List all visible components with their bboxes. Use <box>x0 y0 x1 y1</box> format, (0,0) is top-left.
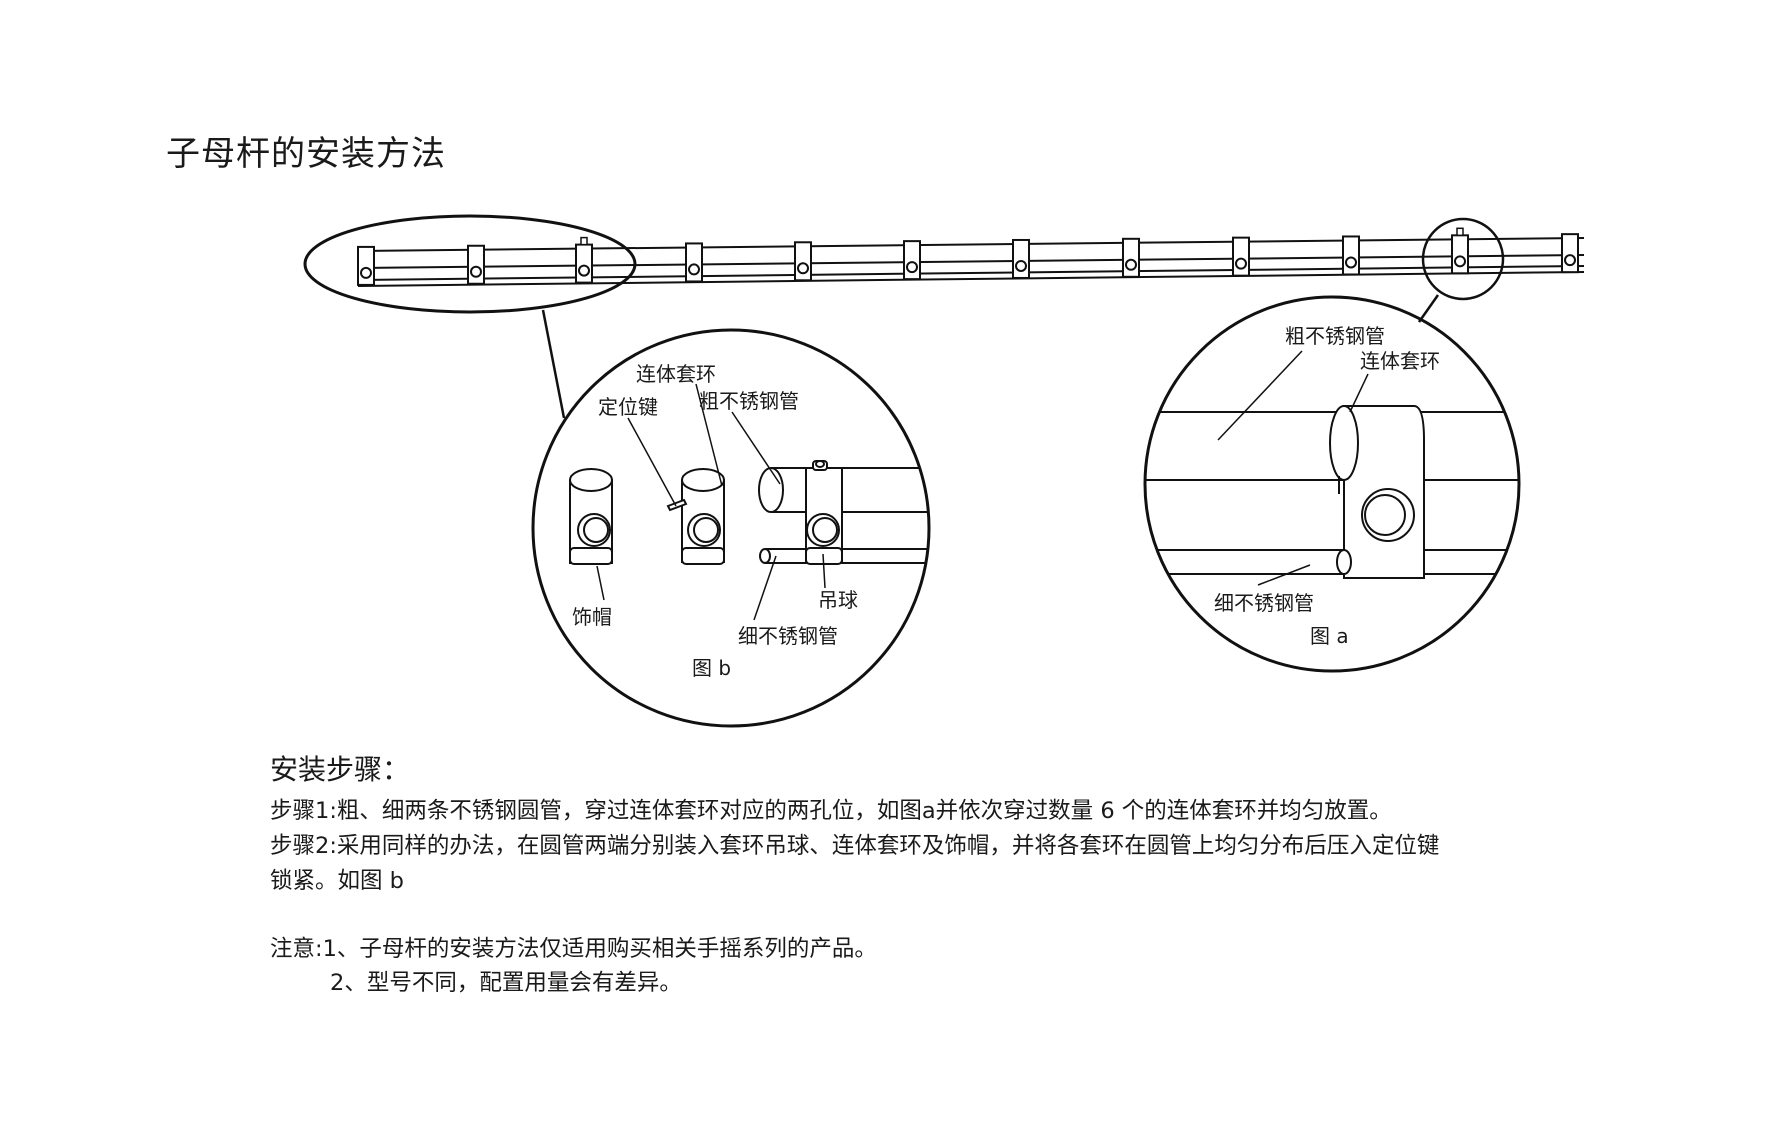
figure-a-circle <box>1143 295 1521 673</box>
fig-b-ring-label: 连体套环 <box>636 362 716 386</box>
rod-ring <box>1561 233 1579 274</box>
rod-ring <box>467 244 485 285</box>
step-2-line-1: 步骤2:采用同样的办法，在圆管两端分别装入套环吊球、连体套环及饰帽，并将各套环在… <box>270 833 1440 859</box>
figure-b: 连体套环 定位键 粗不锈钢管 饰帽 吊球 细不锈钢管 图 b <box>531 328 931 728</box>
note-2: 2、型号不同，配置用量会有差异。 <box>330 970 682 996</box>
fig-b-thick-tube-label: 粗不锈钢管 <box>699 389 799 413</box>
fig-b-cap-label: 饰帽 <box>572 605 612 629</box>
rod-ring <box>903 240 921 281</box>
rod-ring <box>357 245 375 286</box>
fig-a-caption: 图 a <box>1310 624 1349 648</box>
steps-heading: 安装步骤： <box>270 753 411 786</box>
cap-part <box>569 468 613 565</box>
page-title: 子母杆的安装方法 <box>166 134 446 174</box>
fig-b-key-label: 定位键 <box>598 395 658 419</box>
figure-b-circle <box>531 328 931 728</box>
rod-ring <box>575 236 593 284</box>
rod-ring <box>1122 237 1140 278</box>
fig-b-thin-tube-label: 细不锈钢管 <box>738 624 838 648</box>
figure-a: 粗不锈钢管 连体套环 细不锈钢管 图 a <box>1143 295 1521 673</box>
rod-ring <box>1232 236 1250 277</box>
fig-b-ball-label: 吊球 <box>818 588 858 612</box>
step-2-line-2: 锁紧。如图 b <box>270 868 404 894</box>
assembled-part <box>758 460 929 565</box>
step-1: 步骤1:粗、细两条不锈钢圆管，穿过连体套环对应的两孔位，如图a并依次穿过数量 6… <box>270 798 1392 824</box>
leader-line-b <box>541 309 566 419</box>
notes-block: 注意:1、子母杆的安装方法仅适用购买相关手摇系列的产品。 2、型号不同，配置用量… <box>270 932 877 1000</box>
rod-ring-group <box>357 227 1579 286</box>
highlight-ellipse <box>303 214 637 314</box>
rod-overview <box>357 227 1585 287</box>
fig-b-caption: 图 b <box>692 656 731 680</box>
rod-ring <box>1451 227 1469 275</box>
leader-line-a <box>1417 294 1440 323</box>
rod-ring <box>794 241 812 282</box>
highlight-circle <box>1421 217 1505 301</box>
rod-ring <box>685 242 703 283</box>
note-1: 注意:1、子母杆的安装方法仅适用购买相关手摇系列的产品。 <box>270 936 877 962</box>
fig-a-thin-tube-label: 细不锈钢管 <box>1214 591 1314 615</box>
rod-ring <box>1342 235 1360 276</box>
fig-a-ring-label: 连体套环 <box>1360 349 1440 373</box>
ring-part <box>666 468 725 565</box>
rod-ring <box>1012 238 1030 279</box>
fig-a-thick-tube-label: 粗不锈钢管 <box>1285 324 1385 348</box>
